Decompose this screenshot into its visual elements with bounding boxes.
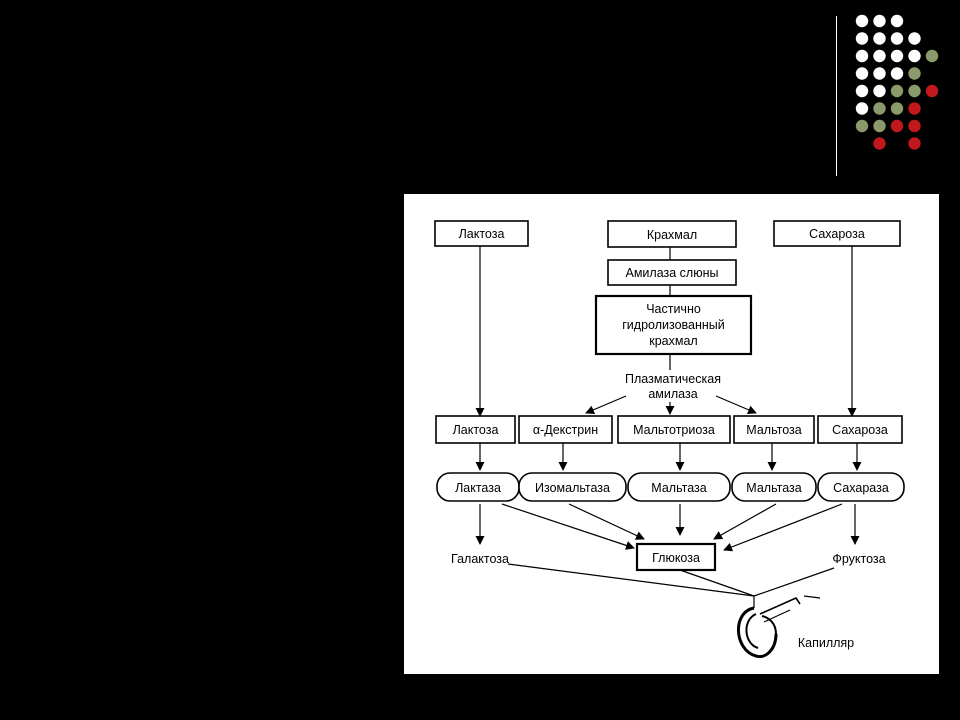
decorative-dot: [908, 119, 921, 133]
carbohydrate-digestion-diagram: Лактоза Крахмал Сахароза Амилаза слюны Ч…: [404, 194, 939, 674]
sucrose-source-label: Сахароза: [809, 227, 865, 241]
lactose-source-label: Лактоза: [459, 227, 505, 241]
decorative-dot: [873, 119, 886, 133]
sucrase-pill: [817, 472, 905, 502]
decorative-dot: [908, 67, 921, 80]
sucrase-label: Сахараза: [833, 481, 889, 495]
decorative-dot-grid: [855, 14, 939, 150]
arrow-isomaltase-glucose: [568, 503, 645, 540]
decorative-dot: [855, 84, 869, 98]
salivary-amylase-label: Амилаза слюны: [626, 266, 719, 280]
decorative-dot: [890, 119, 904, 133]
decorative-dot: [873, 102, 886, 115]
arrow-to-maltose: [715, 395, 757, 415]
partial-starch-line-2: гидролизованный: [622, 318, 725, 332]
diagram-connectors: [475, 246, 862, 608]
isomaltase-label: Изомальтаза: [535, 481, 610, 495]
partial-starch-line-1: Частично: [646, 302, 701, 316]
glucose-label: Глюкоза: [652, 551, 700, 565]
starch-label: Крахмал: [647, 228, 697, 242]
decorative-dot: [873, 49, 886, 63]
decorative-dot: [908, 102, 921, 115]
sucrose-source-box: [773, 220, 901, 247]
decorative-dot: [890, 102, 904, 115]
decorative-dot: [855, 49, 869, 63]
arrow-lactase-glucose: [501, 503, 635, 550]
lactose-source-box: [434, 220, 529, 247]
sucrose-intermediate-label: Сахароза: [832, 423, 888, 437]
glucose-box: [635, 542, 717, 572]
lactase-label: Лактаза: [455, 481, 501, 495]
fructose-label: Фруктоза: [832, 552, 885, 566]
maltase-pill-1: [627, 472, 731, 502]
plasma-amylase-line-2: амилаза: [648, 387, 697, 401]
decorative-dot: [908, 137, 921, 150]
decorative-dot: [890, 84, 904, 98]
lactose-intermediate-label: Лактоза: [453, 423, 499, 437]
salivary-amylase-box: [607, 259, 737, 286]
arrow-maltase2-glucose: [713, 503, 777, 540]
partial-starch-line-3: крахмал: [649, 334, 697, 348]
line-glucose-capillary: [679, 569, 755, 597]
starch-box: [607, 220, 737, 248]
decorative-dot: [873, 14, 886, 28]
arrow-sucrase-glucose: [723, 503, 843, 552]
decorative-dot: [890, 32, 904, 45]
maltase-label-1: Мальтаза: [651, 481, 706, 495]
capillary-label: Капилляр: [798, 636, 854, 650]
decorative-dot: [908, 49, 921, 63]
decorative-dot: [908, 32, 921, 45]
arrow-to-dextrin: [585, 395, 627, 415]
vertical-divider: [836, 16, 837, 176]
maltose-box: [733, 415, 815, 444]
isomaltase-pill: [518, 472, 627, 502]
maltase-pill-2: [731, 472, 817, 502]
maltotriose-box: [617, 415, 731, 444]
decorative-dot: [855, 14, 869, 28]
decorative-dot: [908, 84, 921, 98]
partial-starch-box: [594, 294, 753, 356]
decorative-dot: [925, 49, 939, 63]
decorative-dot: [890, 49, 904, 63]
maltase-label-2: Мальтаза: [746, 481, 801, 495]
decorative-dot: [855, 32, 869, 45]
galactose-label: Галактоза: [451, 552, 509, 566]
alpha-dextrin-label: α-Декстрин: [533, 423, 598, 437]
decorative-dot: [925, 84, 939, 98]
line-fructose-capillary: [753, 567, 835, 597]
line-galactose-capillary: [507, 563, 755, 597]
decorative-dot: [890, 14, 904, 28]
sucrose-intermediate-box: [817, 415, 903, 444]
lactose-intermediate-box: [435, 415, 516, 444]
capillary-icon: [737, 595, 821, 659]
decorative-dot: [855, 119, 869, 133]
decorative-dot: [873, 137, 886, 150]
decorative-dot: [873, 67, 886, 80]
decorative-dot: [873, 84, 886, 98]
decorative-dot: [890, 67, 904, 80]
decorative-dot: [855, 67, 869, 80]
alpha-dextrin-box: [518, 415, 613, 444]
maltotriose-label: Мальтотриоза: [633, 423, 715, 437]
plasma-amylase-line-1: Плазматическая: [625, 372, 721, 386]
maltose-label: Мальтоза: [746, 423, 801, 437]
decorative-dot: [855, 102, 869, 115]
decorative-dot: [873, 32, 886, 45]
